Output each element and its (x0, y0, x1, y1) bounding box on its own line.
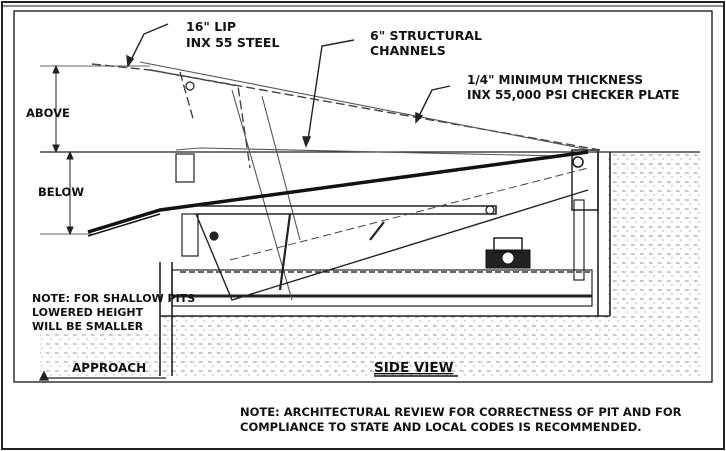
approach-arrow (38, 370, 166, 381)
lip-hinge (175, 81, 219, 257)
drawing-border (13, 10, 713, 383)
shallow-note-line-3: WILL BE SMALLER (32, 320, 144, 333)
rear-hinge-frame (571, 149, 599, 211)
lip-label-line-2: INX 55 STEEL (186, 35, 279, 50)
view-title: SIDE VIEW (374, 360, 454, 376)
shallow-note-line-2: LOWERED HEIGHT (32, 306, 144, 319)
plate-label-line-1: 1/4" MINIMUM THICKNESS (467, 73, 643, 87)
approach-label: APPROACH (72, 361, 146, 375)
above-label: ABOVE (26, 106, 70, 120)
below-dimension (66, 150, 74, 236)
channel-pin (485, 205, 495, 215)
pit-floor-frame (171, 269, 593, 307)
leader-lines (126, 23, 451, 148)
shallow-note-line-1: NOTE: FOR SHALLOW PITS (32, 292, 195, 305)
hydraulic-cylinder (278, 213, 385, 291)
above-dimension (52, 64, 60, 154)
channels-label-line-1: 6" STRUCTURAL (370, 28, 482, 43)
rear-support-post (573, 199, 585, 281)
pump-unit (485, 237, 531, 269)
channels-label-line-2: CHANNELS (370, 43, 446, 58)
plate-label-line-2: INX 55,000 PSI CHECKER PLATE (467, 88, 679, 102)
lip-label-line-1: 16" LIP (186, 19, 236, 34)
rear-pin (572, 156, 584, 168)
soil-hatch (40, 152, 700, 378)
review-note-line-1: NOTE: ARCHITECTURAL REVIEW FOR CORRECTNE… (240, 405, 682, 419)
review-note-line-2: COMPLIANCE TO STATE AND LOCAL CODES IS R… (240, 420, 642, 434)
deck-mid-position (139, 61, 591, 301)
below-label: BELOW (38, 185, 84, 199)
deck-lowered-position (87, 150, 589, 301)
